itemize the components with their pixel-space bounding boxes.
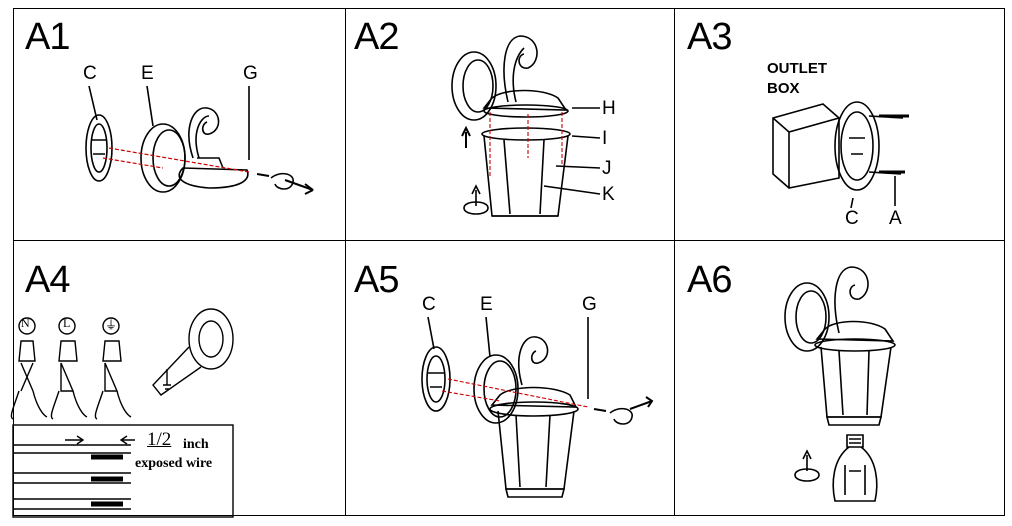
- part-label-h: H: [602, 98, 616, 119]
- part-label-i: I: [602, 128, 608, 149]
- part-label-e: E: [141, 63, 154, 84]
- part-label-j: J: [602, 158, 612, 179]
- exposed-wire-length: 1/2: [147, 429, 172, 450]
- final-mounting-illustration: [421, 316, 654, 498]
- outlet-label: OUTLET: [767, 60, 827, 77]
- part-label-e: E: [480, 294, 493, 315]
- panel-a1: A1 C E G: [13, 8, 345, 240]
- box-label: BOX: [767, 80, 800, 97]
- panel-a4: A4: [10, 239, 345, 518]
- grid-divider: [14, 240, 1004, 241]
- neutral-symbol: N: [21, 316, 30, 330]
- grid-divider: [674, 9, 675, 515]
- step-label: A1: [25, 16, 70, 58]
- panel-a5: A5 C E G: [344, 239, 674, 517]
- panel-a6: A6: [673, 239, 1005, 517]
- part-label-g: G: [582, 294, 597, 315]
- step-label: A5: [354, 259, 399, 301]
- exposed-wire-caption: exposed wire: [135, 456, 213, 471]
- wire-connection-illustration: [10, 308, 234, 518]
- panel-a3: A3 OUTLET BOX C A: [673, 8, 1005, 240]
- panel-a2: A2 H I J K: [344, 8, 674, 240]
- live-symbol: L: [63, 316, 71, 330]
- instruction-sheet: [13, 8, 1005, 516]
- part-label-g: G: [243, 63, 258, 84]
- step-label: A6: [687, 259, 732, 301]
- exposed-wire-unit: inch: [183, 437, 209, 452]
- part-label-c: C: [83, 63, 97, 84]
- ground-symbol: ⏚: [105, 318, 118, 332]
- part-label-k: K: [602, 184, 615, 205]
- grid-divider: [345, 9, 346, 515]
- step-label: A3: [687, 16, 732, 58]
- bulb-installation-illustration: [784, 266, 896, 502]
- part-label-c: C: [422, 294, 436, 315]
- mounting-illustration: [85, 85, 314, 195]
- step-label: A4: [25, 259, 70, 301]
- part-label-a: A: [889, 208, 902, 229]
- part-label-c: C: [845, 208, 859, 229]
- step-label: A2: [354, 16, 399, 58]
- outlet-box-illustration: [772, 101, 909, 209]
- lantern-assembly-illustration: [451, 35, 601, 217]
